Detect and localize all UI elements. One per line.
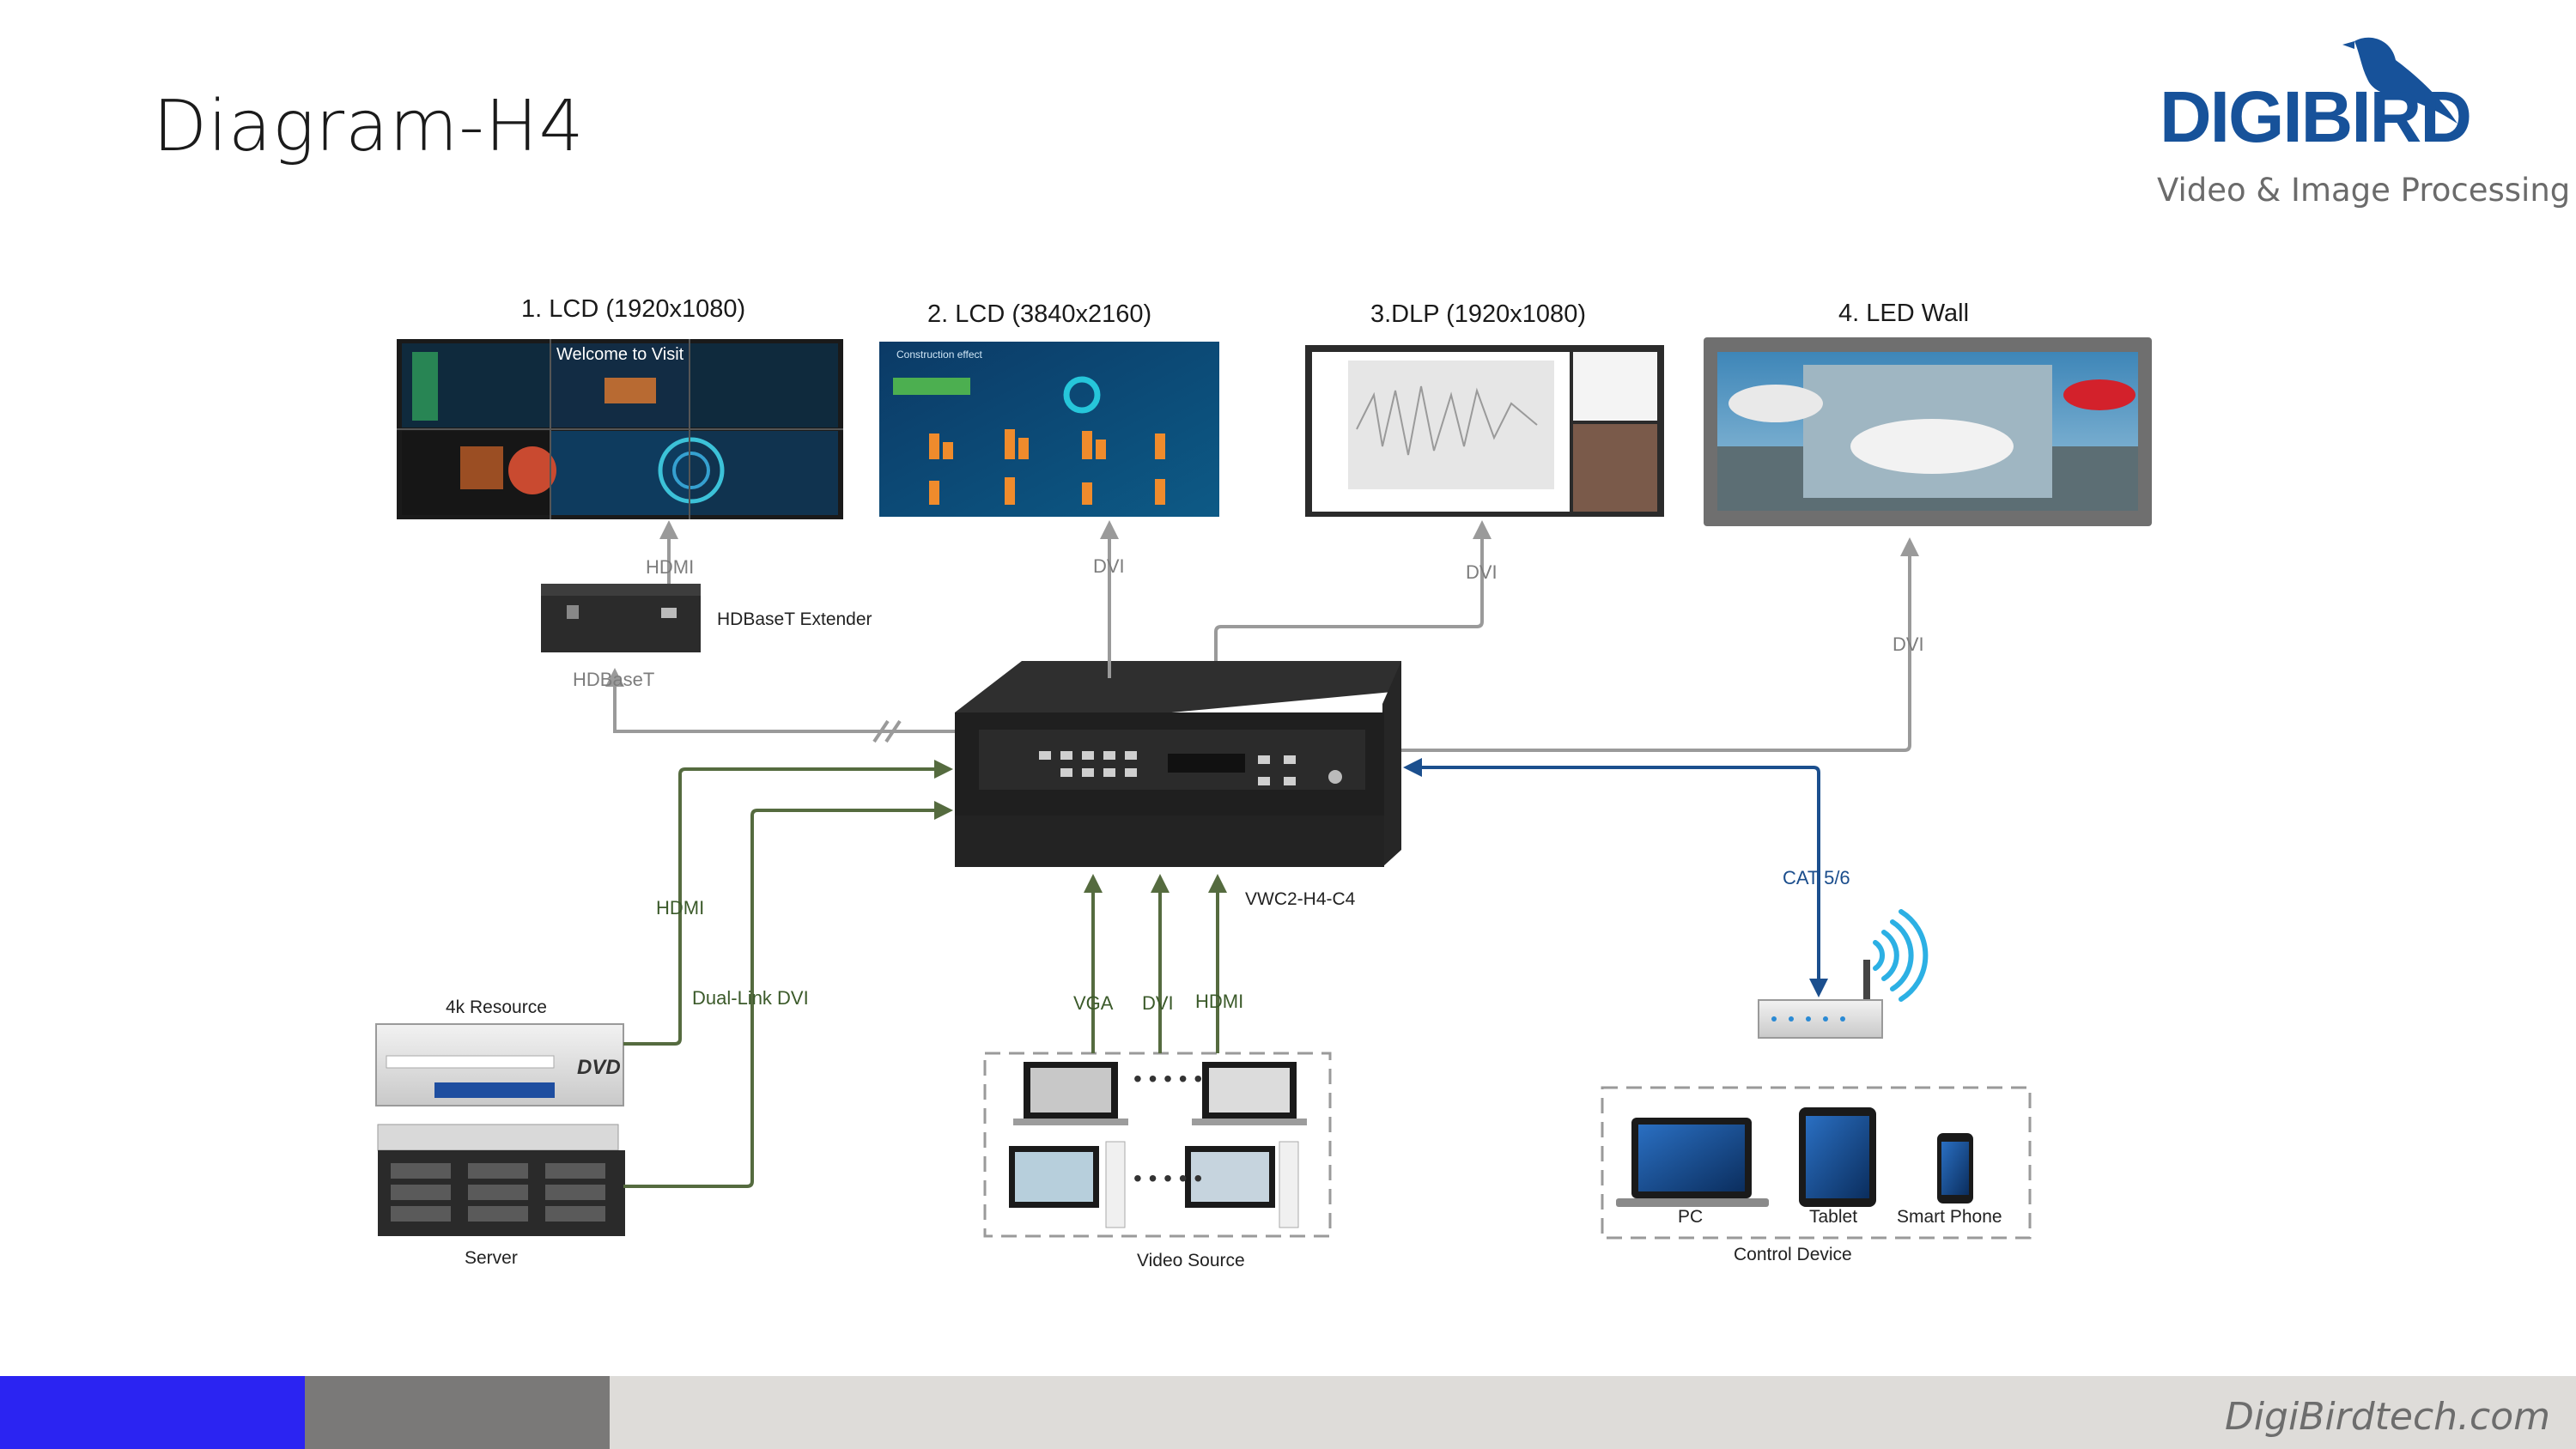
dual-link-dvi-label: Dual-Link DVI — [692, 987, 809, 1009]
wifi-signal-icon — [1873, 909, 1929, 1002]
footer-bar-gray — [305, 1376, 610, 1449]
vga-label: VGA — [1073, 992, 1114, 1014]
control-device-label: Control Device — [1734, 1245, 1852, 1264]
screen-lcd-1080-videowall — [397, 339, 843, 519]
video-source-group: • • • • • • • • • • — [983, 1052, 1332, 1238]
control-device-group — [1601, 1086, 2032, 1240]
processor-label: VWC2-H4-C4 — [1245, 889, 1356, 909]
dvi-bottom-label: DVI — [1142, 992, 1174, 1014]
hdmi-top-label: HDMI — [646, 556, 695, 578]
pc-label: PC — [1678, 1207, 1704, 1227]
screen1-label: 1. LCD (1920x1080) — [521, 295, 746, 323]
wifi-router-device — [1758, 960, 1883, 1039]
hdbaset-extender-device — [541, 584, 701, 652]
brand-tagline: Video & Image Processing — [2157, 172, 2571, 209]
hdbaset-connection — [605, 668, 955, 743]
dual-link-dvi-line — [623, 801, 953, 1188]
dvi-screen2-label: DVI — [1093, 555, 1125, 577]
footer-bar-light — [610, 1376, 2576, 1449]
dvd-logo-text: DVD — [577, 1056, 621, 1079]
svg-text:• • • • •: • • • • • — [1133, 1065, 1202, 1092]
dvi-screen4-label: DVI — [1893, 634, 1924, 655]
screen3-label: 3.DLP (1920x1080) — [1370, 300, 1586, 328]
hdmi-from-dvd-line — [623, 760, 953, 1046]
footer-bar-blue — [0, 1376, 305, 1449]
tablet-label: Tablet — [1809, 1207, 1858, 1227]
dvi-to-screen3-line — [1214, 520, 1492, 661]
dvd-player-device: DVD — [375, 1023, 624, 1106]
brand-name: DIGIBIRD — [2160, 76, 2472, 157]
page-title: Diagram-H4 — [153, 86, 585, 167]
cat-label: CAT 5/6 — [1783, 867, 1850, 888]
hdmi-left-label: HDMI — [656, 897, 705, 919]
screen4-label: 4. LED Wall — [1838, 300, 1970, 327]
footer-url[interactable]: DigiBirdtech.com — [2224, 1395, 2550, 1439]
svg-text:• • • • •: • • • • • — [1133, 1165, 1202, 1191]
screen2-overlay-text: Construction effect — [896, 349, 982, 361]
hdmi-bottom-label: HDMI — [1195, 991, 1244, 1012]
screen2-label: 2. LCD (3840x2160) — [927, 300, 1152, 328]
hdbaset-label: HDBaseT — [573, 669, 655, 690]
video-source-label: Video Source — [1137, 1251, 1245, 1270]
extender-label: HDBaseT Extender — [717, 609, 872, 629]
smart-phone-label: Smart Phone — [1897, 1207, 2002, 1227]
dvi-screen3-label: DVI — [1466, 561, 1498, 583]
screen1-overlay-text: Welcome to Visit — [556, 345, 684, 364]
vwc2-processor-device — [955, 661, 1401, 867]
resource-label: 4k Resource — [446, 997, 547, 1017]
server-device — [377, 1124, 625, 1236]
server-label: Server — [465, 1248, 518, 1268]
cat-connection-line — [1403, 758, 1820, 991]
digibird-logo-bird — [2342, 37, 2458, 124]
screen-dlp — [1305, 345, 1664, 517]
screen-led-wall — [1704, 337, 2152, 526]
dvi-to-screen4-line — [1401, 537, 1919, 752]
screen-lcd-4k — [879, 342, 1219, 517]
